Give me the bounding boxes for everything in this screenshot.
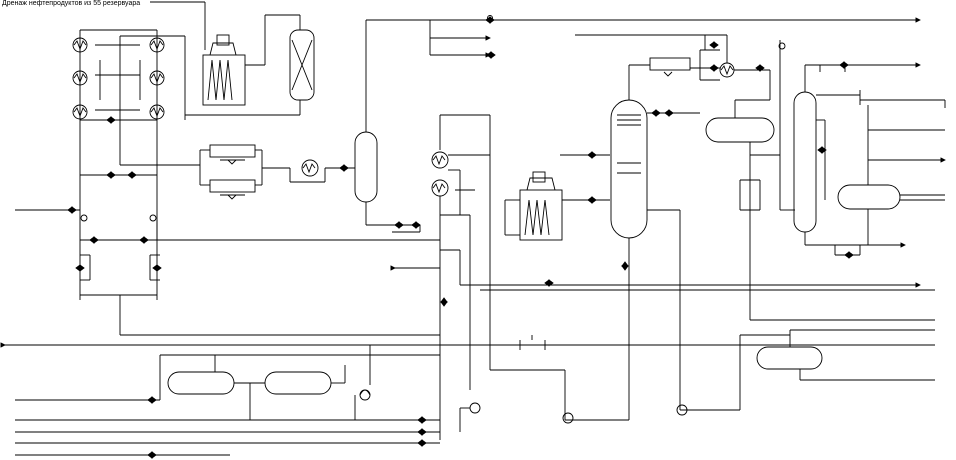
drainage-caption: Дренаж нефтепродуктов из 55 резервуара xyxy=(2,0,141,7)
main-column xyxy=(565,34,771,421)
bottom-right-drum xyxy=(680,329,935,411)
furnace-top xyxy=(185,14,315,116)
stripper-column xyxy=(793,62,946,256)
header-lines xyxy=(0,282,935,456)
separator-drum xyxy=(354,15,921,233)
exchanger-icon xyxy=(72,70,88,86)
product-drum xyxy=(837,105,946,245)
air-coolers xyxy=(199,144,355,200)
bottom-left-drums xyxy=(159,335,688,432)
exchanger-icon xyxy=(72,104,88,120)
furnace-middle xyxy=(504,154,610,241)
exchanger-icon xyxy=(149,70,165,86)
reflux-drum xyxy=(705,40,935,321)
middle-exchangers xyxy=(390,114,491,440)
exchanger-icon xyxy=(72,37,88,53)
heat-exchanger-bank xyxy=(15,1,440,336)
exchanger-icon xyxy=(149,37,165,53)
heater-icon xyxy=(301,159,319,177)
valve-icons xyxy=(67,16,854,459)
exchanger-icon xyxy=(149,104,165,120)
